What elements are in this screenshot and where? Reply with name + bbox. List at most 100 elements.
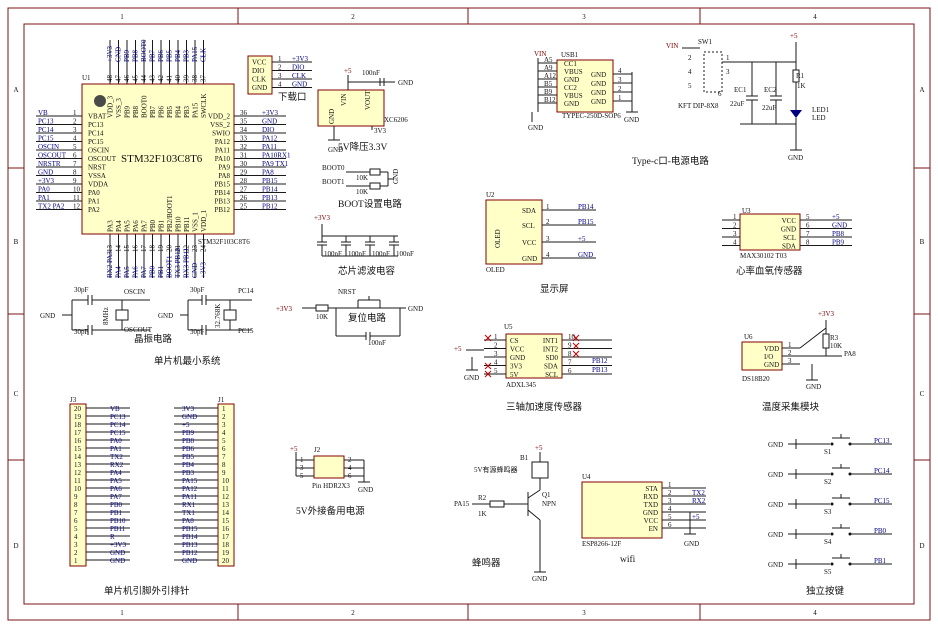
power-led-val: LED: [812, 114, 826, 122]
esp-gnd: GND: [684, 540, 699, 548]
u1-pin-num: 5: [73, 143, 77, 151]
power-led: LED1: [812, 106, 830, 114]
u1-pin-num: 21: [174, 245, 182, 253]
crystal-pc15: PC15: [238, 327, 254, 335]
ldo-cap: 100nF: [362, 69, 380, 77]
j1-pin-net: 3V3: [182, 405, 195, 413]
u1-pin-num: 34: [240, 126, 248, 134]
u1-pin-num: 18: [149, 245, 157, 253]
download-pin-net: DIO: [292, 64, 304, 72]
row-label-b: B: [14, 238, 19, 246]
power-gnd: GND: [788, 154, 803, 162]
ds18-gnd: GND: [806, 383, 821, 391]
key-ref: S1: [824, 448, 832, 456]
buzz-ref: B1: [520, 454, 529, 462]
crystal2-c2: 30pF: [190, 328, 205, 336]
typec-right-name: GND: [591, 71, 606, 79]
buzz-q: Q1: [542, 491, 551, 499]
sw-part: KFT DIP-8X8: [678, 102, 719, 110]
u1-pin-net: PB7: [149, 49, 157, 62]
col-label-4: 4: [813, 13, 817, 21]
max-pin-num: 1: [733, 213, 737, 221]
ext-gnd: GND: [358, 486, 373, 494]
adxl-left-name: VCC: [510, 346, 525, 354]
j1-pin-num: 15: [222, 517, 230, 525]
row-label-d: D: [13, 542, 18, 550]
adxl-right-name: SDA: [544, 363, 558, 371]
u1-pin-name: VDD_1: [200, 209, 208, 232]
u1-pin-net: OSCIN: [38, 143, 59, 151]
keys-title: 独立按键: [806, 585, 845, 597]
reset-c: 100nF: [368, 339, 386, 347]
u1-pin-name: PA6: [132, 220, 140, 232]
adxl-right-num: 9: [568, 342, 572, 350]
u1-pin-net: PA6: [132, 266, 140, 278]
key-contact: [830, 472, 834, 476]
j1-pin-num: 4: [222, 429, 226, 437]
u1-pin-net: PC14: [38, 126, 54, 134]
ds18-pin-num: 3: [788, 357, 792, 365]
oled-ref: U2: [486, 191, 495, 199]
col-label-1-bottom: 1: [120, 609, 124, 617]
typec-left-num: A9: [544, 64, 553, 72]
download-pin-net: GND: [292, 81, 307, 89]
u1-pin-num: 4: [73, 135, 77, 143]
typec-right-num: 3: [618, 76, 622, 84]
oled-pin-net: +5: [578, 235, 586, 243]
power-vin: VIN: [666, 42, 678, 50]
boot1-label: BOOT1: [322, 178, 345, 186]
reset-gnd: GND: [408, 305, 423, 313]
u1-pin-net: +3V3: [200, 261, 208, 278]
u1-pin-net: PA4: [115, 266, 123, 278]
key-ref: S2: [824, 478, 832, 486]
col-label-2-bottom: 2: [351, 609, 355, 617]
crystal-circuit: GND 30pF 30pF 8MHz OSCIN OSCOUT 晶振电路 GND…: [40, 286, 254, 345]
j3-pin-num: 13: [74, 461, 82, 469]
u1-pin-name: PA2: [88, 206, 100, 214]
wifi-title: wifi: [620, 554, 636, 565]
oled-pin-name: SCL: [522, 222, 535, 230]
ds18-pin-name: I/O: [764, 353, 773, 361]
u1-pin-name: VDDA: [88, 181, 108, 189]
j3-pin-num: 20: [74, 405, 82, 413]
u1-pin-num: 19: [157, 245, 165, 253]
j3-pin-num: 17: [74, 429, 82, 437]
u1-pin-name: PC15: [88, 138, 104, 146]
j1-pin-num: 6: [222, 445, 226, 453]
u1-pin-name: VSS_1: [192, 212, 200, 232]
j1-pin-net: PA12: [182, 485, 198, 493]
ec1-val: 22uF: [730, 100, 745, 108]
filter-cap-value: 100nF: [396, 250, 414, 258]
j3-pin-num: 1: [74, 557, 78, 565]
buzz-plus: +5: [535, 444, 543, 452]
j3-pin-num: 5: [74, 525, 78, 533]
u1-pin-num: 15: [123, 245, 131, 253]
ds18-pin-num: 1: [788, 341, 792, 349]
sw-pin-3: 3: [726, 68, 730, 76]
reset-net: NRST: [338, 288, 357, 296]
row-label-c-right: C: [920, 390, 925, 398]
u1-pin-name: PA10: [215, 155, 231, 163]
download-pin-num: 1: [278, 55, 282, 63]
esp-pin-net: TX2: [692, 489, 705, 497]
j3-pin-num: 10: [74, 485, 82, 493]
row-label-a-right: A: [919, 86, 924, 94]
oled-pin-num: 4: [546, 251, 550, 259]
adxl-gnd: GND: [464, 374, 479, 382]
esp-pin-name: RXD: [643, 493, 658, 501]
max-pin-name: SCL: [783, 234, 796, 242]
adxl-right-num: 8: [568, 350, 572, 358]
u1-pin-num: 31: [240, 152, 248, 160]
typec-ref: USB1: [561, 51, 579, 59]
u1-stm32: U1 STM32F103C8T6 STM32F103C8T6 VBAT1VBPC…: [36, 39, 291, 278]
u1-pin-net: PA5: [123, 266, 131, 278]
key-gnd: GND: [768, 471, 783, 479]
